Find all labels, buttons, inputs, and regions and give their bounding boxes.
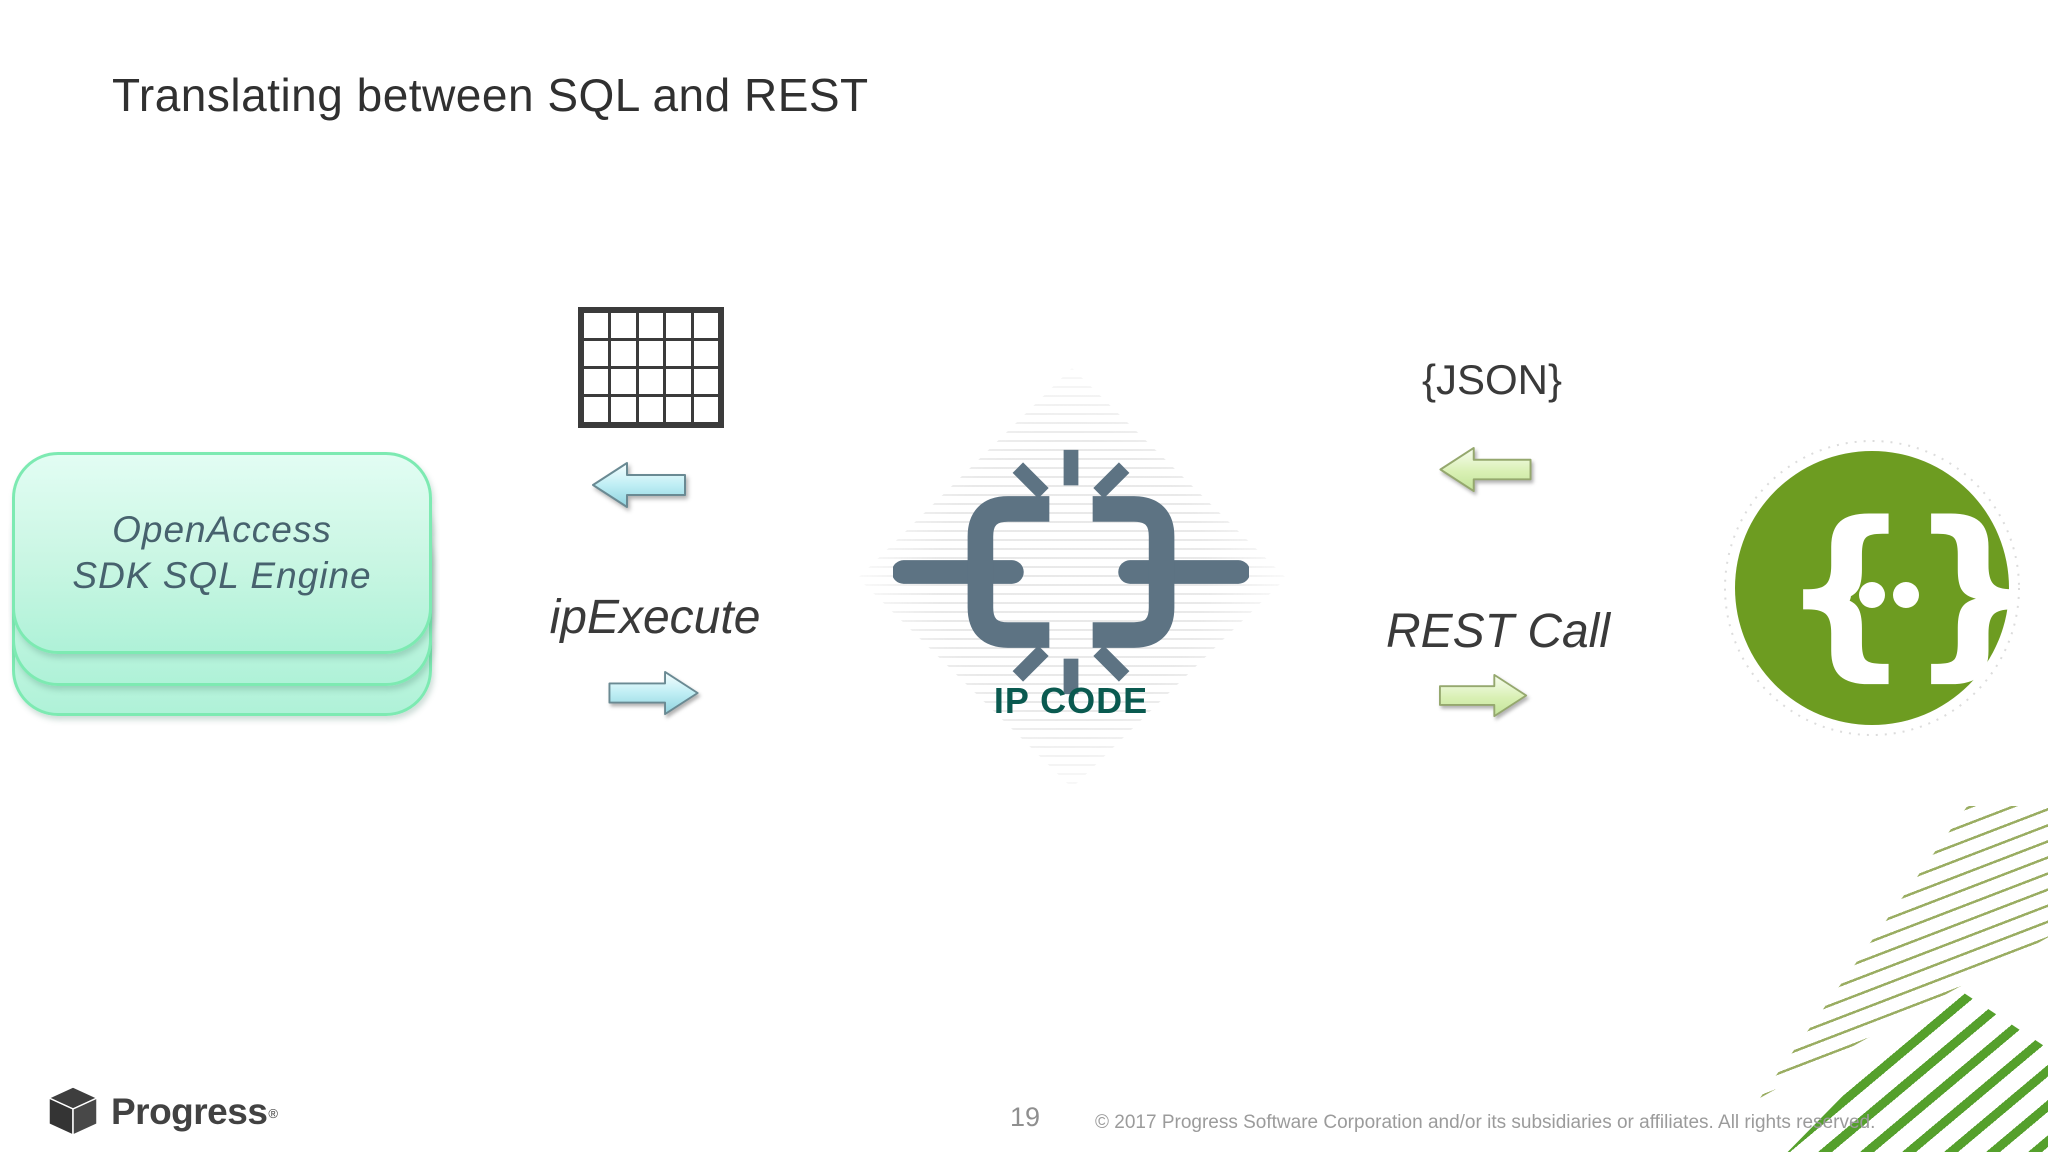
progress-logo-text: Progress <box>111 1091 268 1132</box>
stack-layer-top: OpenAccess SDK SQL Engine <box>12 452 432 654</box>
right-brace-glyph: } <box>1908 482 2022 698</box>
progress-logo-icon <box>47 1086 99 1137</box>
arrow-right-cyan-icon <box>608 670 699 716</box>
copyright-text: © 2017 Progress Software Corporation and… <box>1095 1112 1876 1133</box>
slide-title: Translating between SQL and REST <box>112 69 869 121</box>
broken-link-icon <box>893 449 1249 695</box>
json-label: {JSON} <box>1421 356 1563 403</box>
table-grid-icon <box>578 307 724 428</box>
rest-api-braces-icon: { } <box>1724 440 2022 736</box>
sql-engine-label: OpenAccess SDK SQL Engine <box>72 507 371 600</box>
progress-logo-registered-mark: ® <box>268 1105 279 1121</box>
ip-execute-label: ipExecute <box>549 591 761 644</box>
arrow-left-cyan-icon <box>592 462 686 508</box>
sql-engine-label-line2: SDK SQL Engine <box>72 555 372 596</box>
progress-logo: Progress® <box>45 1085 278 1139</box>
arrow-left-green-icon <box>1439 446 1532 493</box>
rest-call-label: REST Call <box>1385 605 1611 658</box>
sql-engine-stack: OpenAccess SDK SQL Engine <box>12 452 432 720</box>
sql-engine-label-line1: OpenAccess <box>112 508 332 550</box>
ip-code-label: IP CODE <box>993 680 1149 721</box>
page-number: 19 <box>1009 1102 1041 1132</box>
arrow-right-green-icon <box>1439 673 1528 718</box>
